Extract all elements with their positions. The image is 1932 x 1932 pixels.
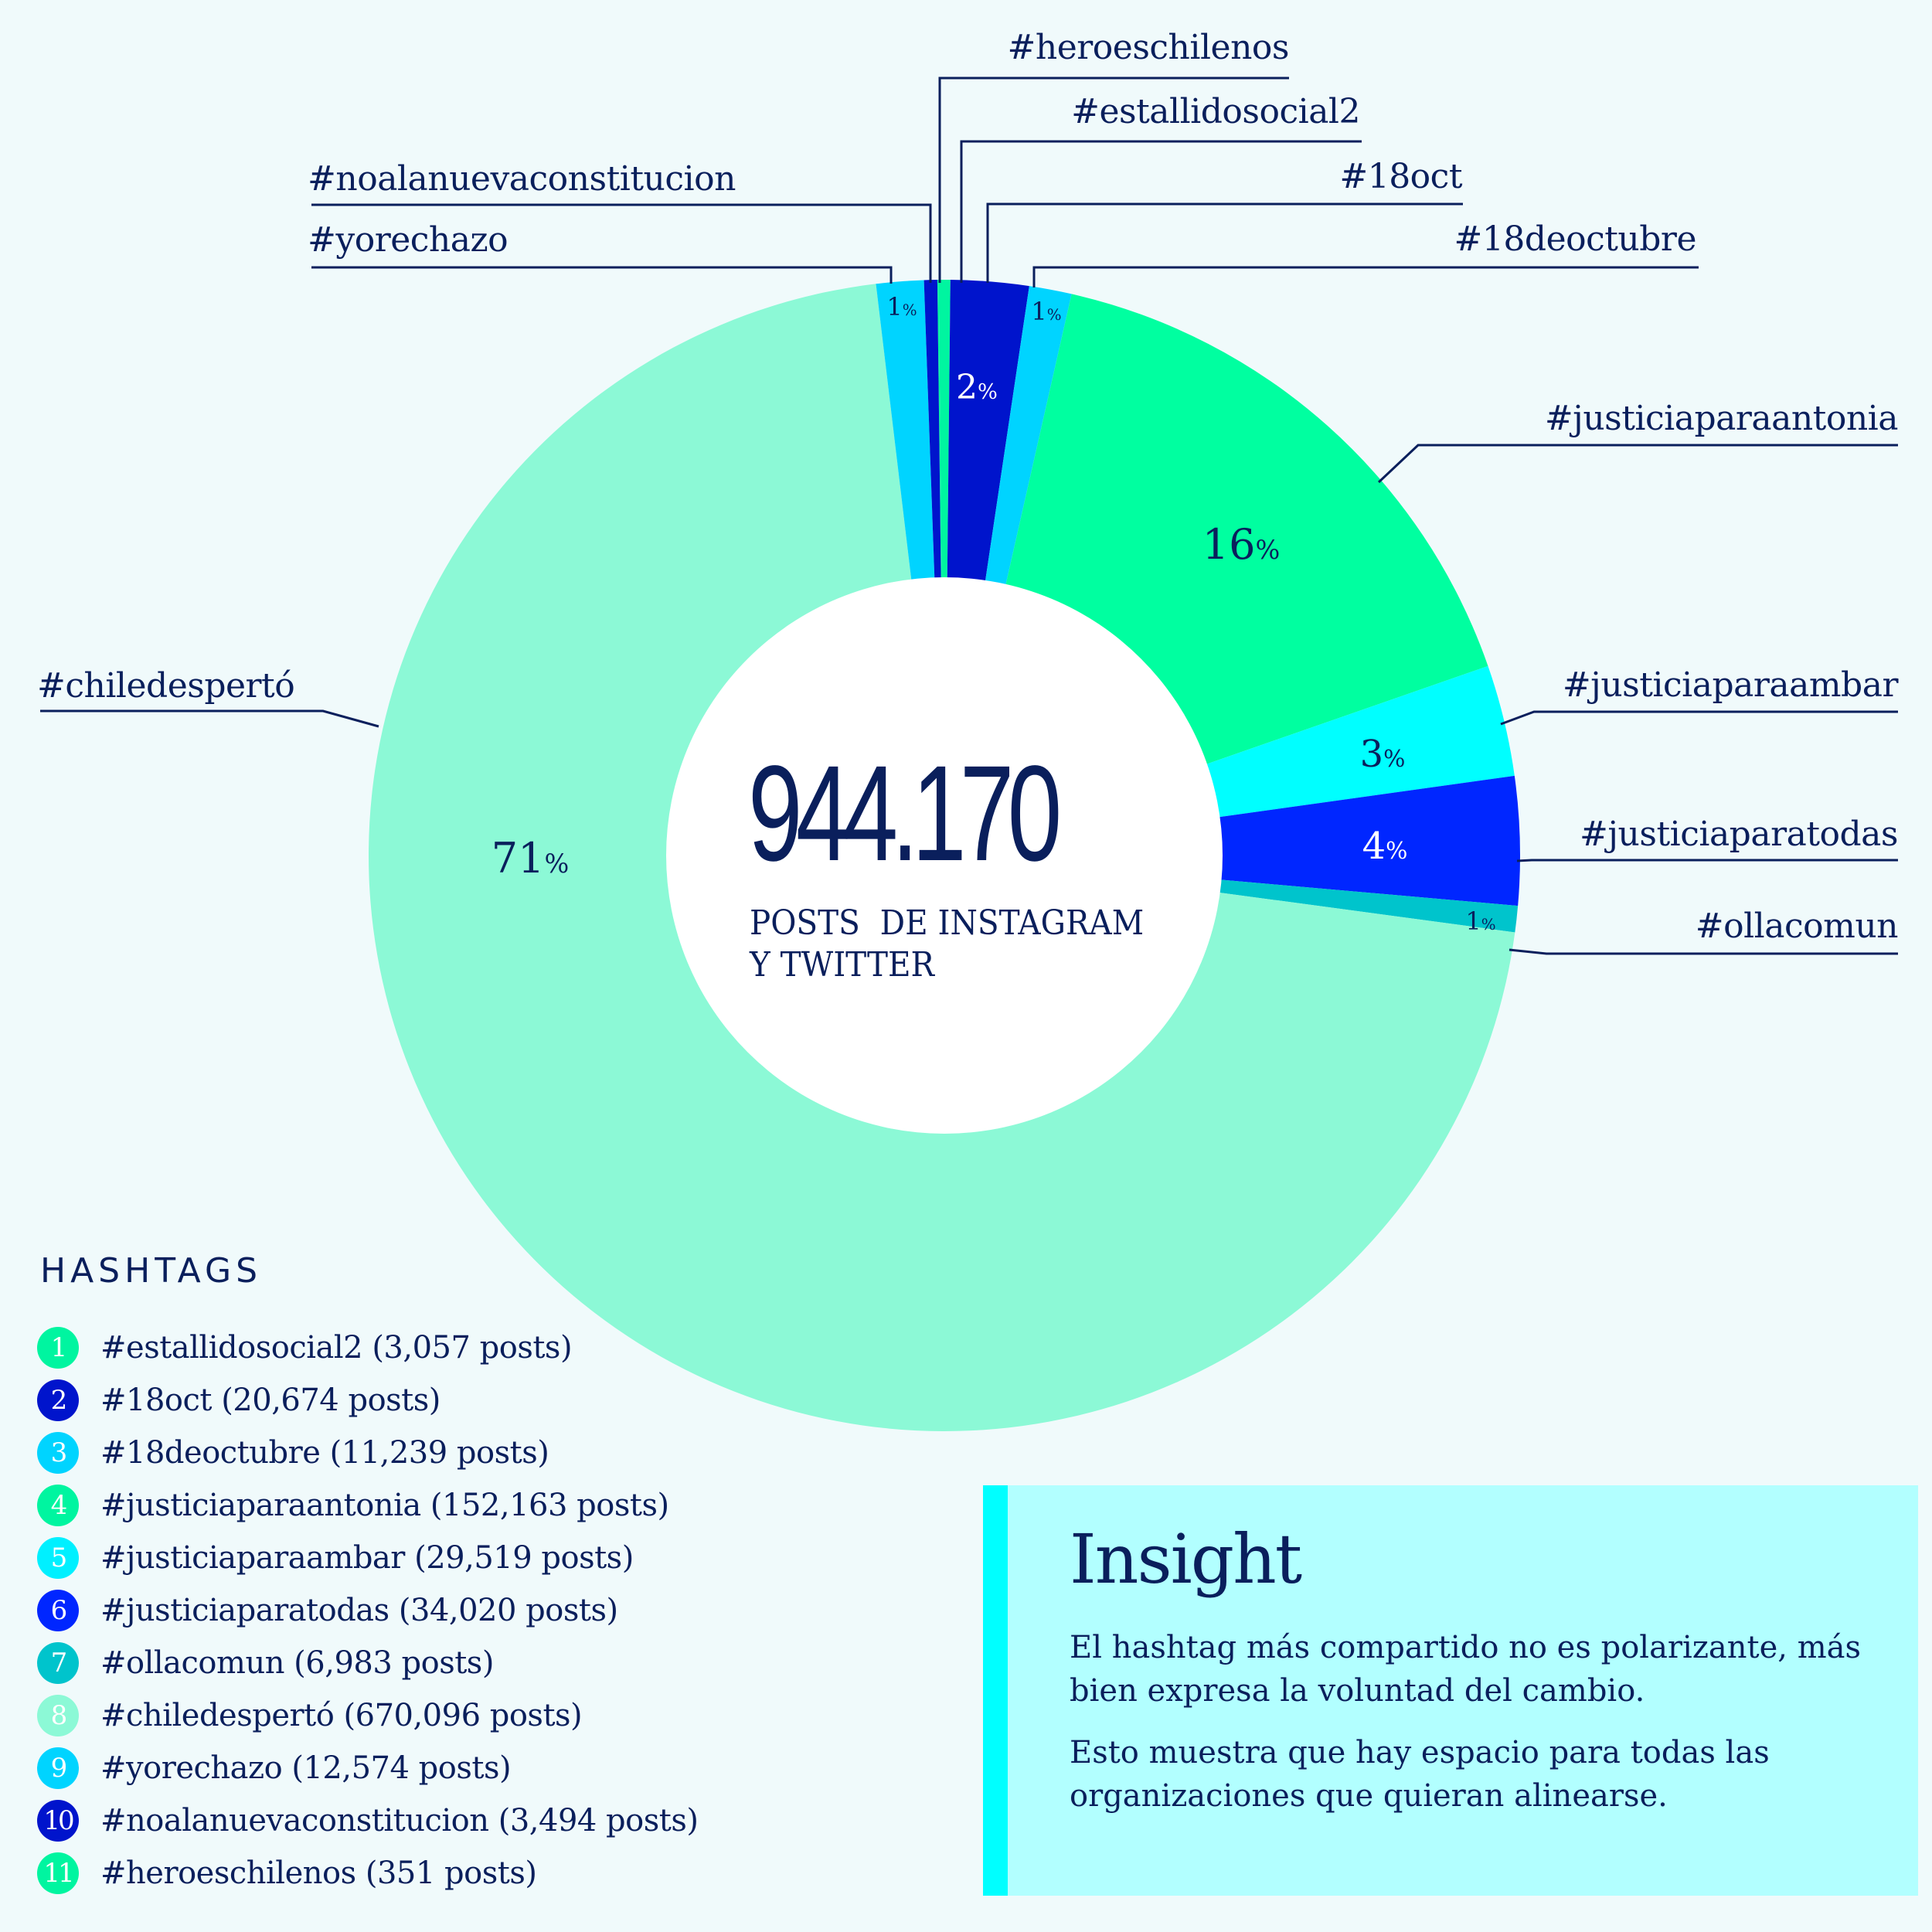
total-posts-value: 944.170: [748, 738, 1062, 889]
donut-hole: [666, 577, 1223, 1134]
callout-label: #estallidosocial2: [1071, 92, 1360, 131]
legend-item: 8 #chiledespertó (670,096 posts): [37, 1689, 698, 1742]
legend-label: #18oct (20,674 posts): [100, 1383, 440, 1418]
legend-number-badge: 1: [37, 1327, 79, 1369]
legend-number-badge: 5: [37, 1537, 79, 1579]
legend-number-badge: 7: [37, 1642, 79, 1684]
percent-label: 1%: [886, 292, 917, 321]
legend-item: 7 #ollacomun (6,983 posts): [37, 1637, 698, 1689]
callout-label: #18oct: [1339, 157, 1462, 196]
callout-label: #yorechazo: [308, 220, 509, 260]
callout-line: [986, 202, 1463, 283]
callout-label: #justiciaparaantonia: [1544, 399, 1899, 438]
callout-line: [40, 709, 379, 728]
caption-line-2: Y TWITTER: [750, 945, 934, 985]
callout-label: #ollacomun: [1695, 906, 1899, 946]
percent-label: 1%: [1031, 297, 1062, 326]
callout-label: #justiciaparaambar: [1562, 665, 1899, 705]
callout-line: [311, 203, 932, 283]
slice-estallidosocial2: [938, 280, 951, 856]
legend-label: #justiciaparatodas (34,020 posts): [100, 1593, 618, 1628]
insight-paragraph-1: El hashtag más compartido no es polariza…: [1070, 1630, 1862, 1709]
legend-item: 2 #18oct (20,674 posts): [37, 1374, 698, 1427]
insight-paragraph-2: Esto muestra que hay espacio para todas …: [1070, 1735, 1770, 1814]
caption-line-1: POSTS DE INSTAGRAM: [750, 903, 1145, 943]
legend-item: 4 #justiciaparaantonia (152,163 posts): [37, 1479, 698, 1532]
legend-item: 10 #noalanuevaconstitucion (3,494 posts): [37, 1794, 699, 1847]
percent-label: 71%: [491, 834, 570, 883]
legend-label: #18deoctubre (11,239 posts): [100, 1435, 549, 1471]
legend-item: 9 #yorechazo (12,574 posts): [37, 1742, 698, 1794]
callout-label: #justiciaparatodas: [1580, 815, 1898, 854]
hashtags-legend: HASHTAGS 1 #estallidosocial2 (3,057 posts…: [37, 1251, 699, 1900]
callout-lines: [40, 77, 1898, 955]
percent-label: 4%: [1362, 825, 1408, 868]
percent-label: 1%: [1465, 906, 1496, 936]
legend-number-badge: 4: [37, 1485, 79, 1526]
insight-box: Insight El hashtag más compartido no es …: [983, 1485, 1918, 1896]
insight-title: Insight: [1070, 1519, 1302, 1599]
legend-label: #justiciaparaambar (29,519 posts): [100, 1540, 634, 1576]
percent-label: 2%: [956, 368, 998, 407]
legend-number-badge: 9: [37, 1747, 79, 1789]
legend-title: HASHTAGS: [40, 1251, 263, 1291]
legend-number-badge: 3: [37, 1432, 79, 1474]
slice-justiciaparatodas: [944, 775, 1521, 906]
callout-line: [938, 77, 1289, 283]
callout-line: [1032, 266, 1699, 287]
legend-item: 11 #heroeschilenos (351 posts): [37, 1847, 698, 1900]
callout-line: [1516, 859, 1898, 862]
legend-number-badge: 8: [37, 1695, 79, 1736]
legend-label: #heroeschilenos (351 posts): [100, 1855, 537, 1891]
callout-label: #18deoctubre: [1454, 219, 1697, 259]
legend-number-badge: 2: [37, 1379, 79, 1421]
legend-label: #noalanuevaconstitucion (3,494 posts): [100, 1803, 699, 1838]
legend-item: 5 #justiciaparaambar (29,519 posts): [37, 1532, 698, 1584]
percent-label: 3%: [1359, 733, 1406, 776]
insight-accent-bar: [983, 1485, 1008, 1896]
callout-label: #heroeschilenos: [1007, 28, 1290, 67]
legend-item: 1 #estallidosocial2 (3,057 posts): [37, 1321, 698, 1374]
total-posts-caption: POSTS DE INSTAGRAM Y TWITTER: [750, 903, 1144, 986]
legend-list: 1 #estallidosocial2 (3,057 posts) 2 #18oct …: [37, 1321, 699, 1900]
legend-number-badge: 11: [37, 1852, 79, 1894]
legend-number-badge: 6: [37, 1590, 79, 1631]
callout-line: [311, 266, 893, 284]
legend-item: 3 #18deoctubre (11,239 posts): [37, 1427, 698, 1479]
percent-label: 16%: [1202, 520, 1281, 569]
legend-number-badge: 10: [37, 1800, 79, 1842]
legend-label: #yorechazo (12,574 posts): [100, 1750, 512, 1786]
legend-label: #chiledespertó (670,096 posts): [100, 1698, 583, 1733]
callout-line: [960, 140, 1362, 283]
callout-line: [1377, 444, 1898, 484]
legend-label: #ollacomun (6,983 posts): [100, 1645, 494, 1681]
callout-line: [1500, 710, 1898, 726]
callout-line: [1509, 948, 1898, 955]
legend-label: #estallidosocial2 (3,057 posts): [100, 1330, 573, 1366]
callout-label: #chiledespertó: [37, 666, 295, 706]
legend-label: #justiciaparaantonia (152,163 posts): [100, 1488, 669, 1523]
callout-label: #noalanuevaconstitucion: [308, 159, 736, 199]
legend-item: 6 #justiciaparatodas (34,020 posts): [37, 1584, 698, 1637]
